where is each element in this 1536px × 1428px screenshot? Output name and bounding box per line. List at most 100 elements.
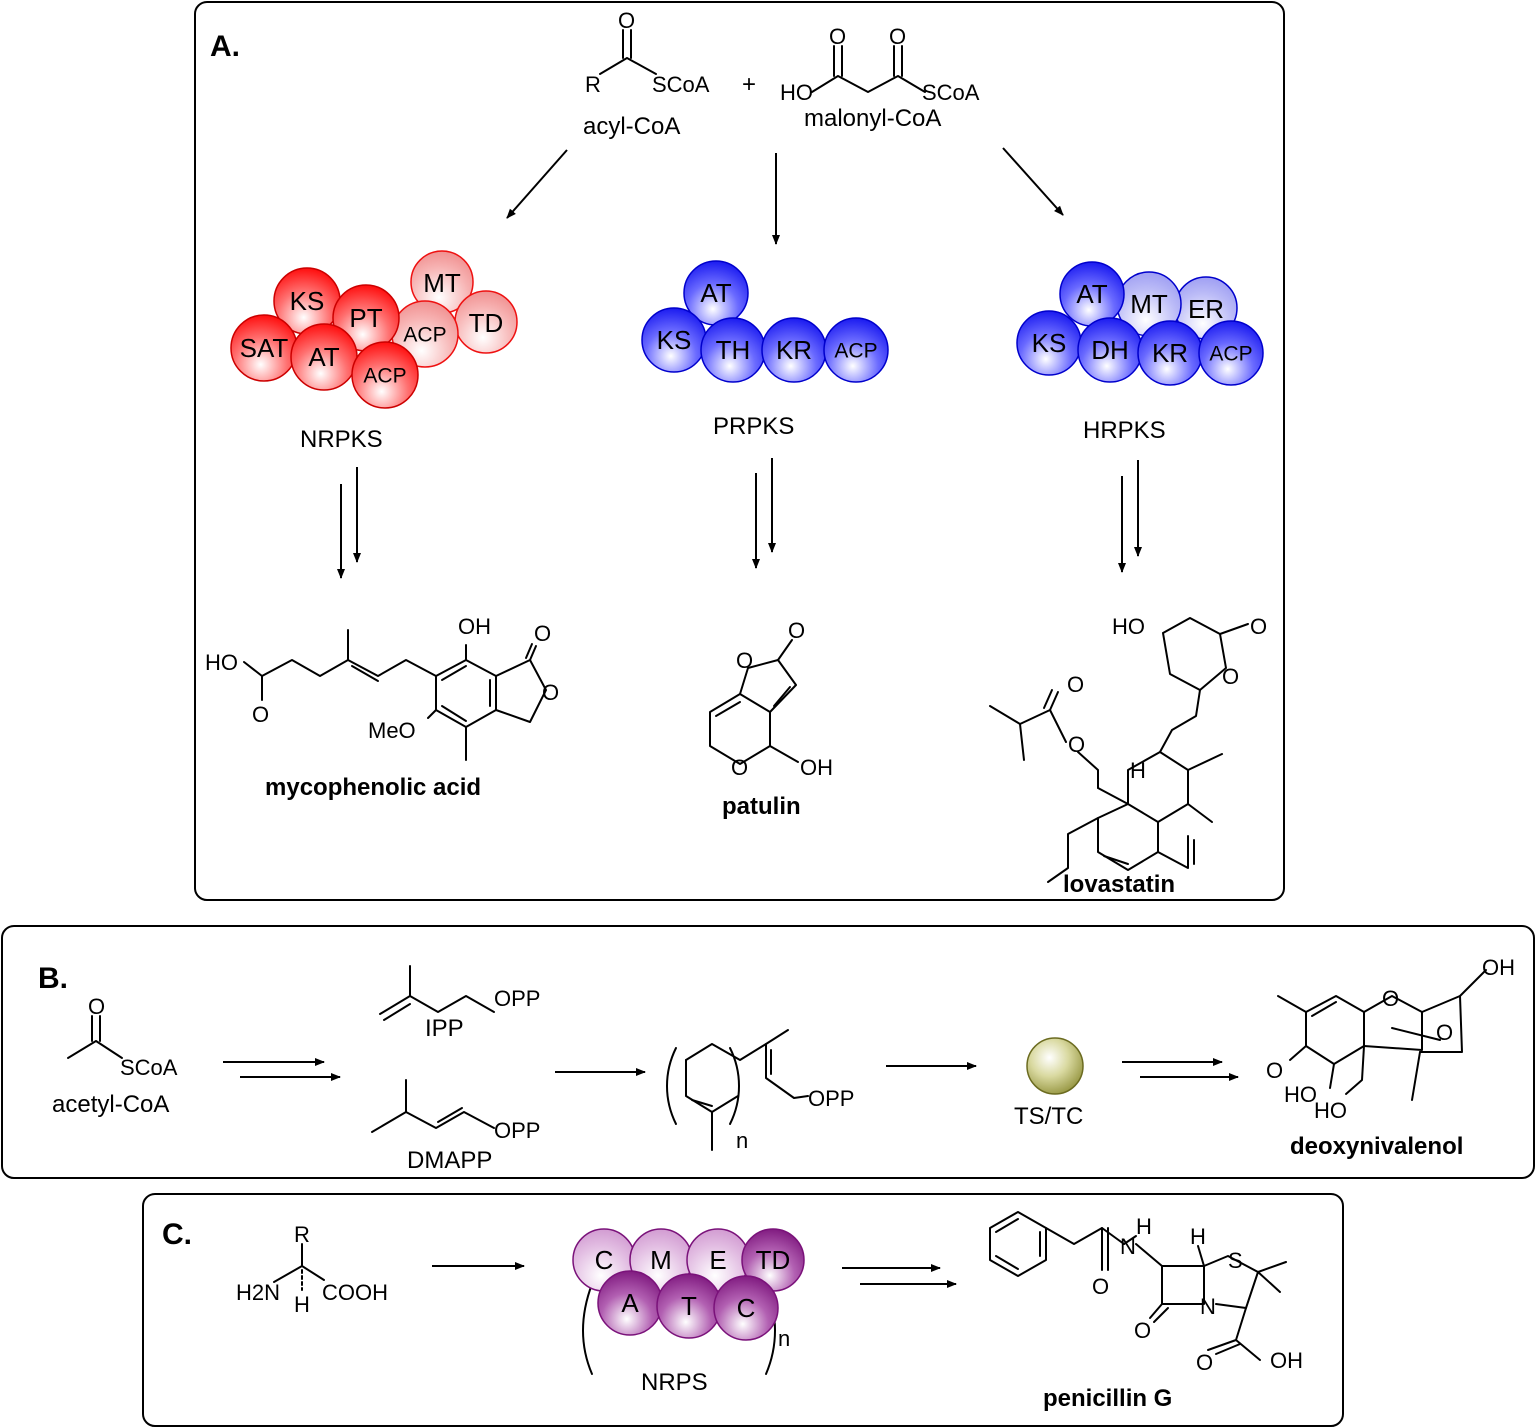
svg-text:AT: AT xyxy=(1076,279,1107,309)
domain-acp: ACP xyxy=(351,341,419,409)
domain-dh: DH xyxy=(1077,317,1143,383)
svg-text:KR: KR xyxy=(1152,338,1188,368)
svg-text:ACP: ACP xyxy=(834,340,877,363)
mycophenolic-acid-structure: OH O O HO O MeO xyxy=(205,614,559,761)
hrpks-enzyme: ER MT AT KS DH KR ACP xyxy=(1016,261,1264,386)
penicillin-g-label: penicillin G xyxy=(1043,1385,1172,1412)
domain-acp: ACP xyxy=(391,300,459,368)
dmapp-structure: OPP xyxy=(371,1079,540,1143)
multistep-arrow xyxy=(1118,460,1142,573)
svg-text:KS: KS xyxy=(1032,328,1067,358)
svg-text:C: C xyxy=(595,1245,614,1275)
deoxynivalenol-label: deoxynivalenol xyxy=(1290,1133,1463,1160)
svg-text:E: E xyxy=(709,1245,726,1275)
multistep-arrow xyxy=(337,467,361,579)
atom-ho: HO xyxy=(1112,614,1145,639)
domain-ks: KS xyxy=(1016,310,1082,376)
domain-a: A xyxy=(597,1270,663,1336)
atom-o: O xyxy=(252,702,269,727)
svg-text:SAT: SAT xyxy=(240,333,289,363)
atom-o: O xyxy=(1068,732,1085,757)
domain-th: TH xyxy=(700,317,766,383)
atom-ho: HO xyxy=(1314,1098,1347,1123)
atom-o: O xyxy=(534,621,551,646)
arrow-to-nrpks xyxy=(506,149,568,219)
atom-h: H xyxy=(1136,1214,1152,1239)
deoxynivalenol-structure: OH O O O HO HO xyxy=(1266,955,1515,1123)
opp-group: OPP xyxy=(494,1118,540,1143)
domain-at: AT xyxy=(290,323,358,391)
svg-text:ACP: ACP xyxy=(403,324,446,347)
atom-h: H xyxy=(1190,1224,1206,1249)
opp-group: OPP xyxy=(808,1086,854,1111)
atom-o: O xyxy=(1266,1058,1283,1083)
domain-at: AT xyxy=(1059,261,1125,327)
atom-o: O xyxy=(1196,1350,1213,1375)
panel-a-frame xyxy=(194,1,1285,901)
domain-e: E xyxy=(686,1228,750,1292)
acyl-coa-structure: O R SCoA xyxy=(585,8,710,97)
acetyl-coa-label: acetyl-CoA xyxy=(52,1091,169,1118)
domain-kr: KR xyxy=(1137,320,1203,386)
atom-cooh: COOH xyxy=(322,1280,388,1305)
arrow-to-hrpks xyxy=(1002,147,1064,216)
atom-ho: HO xyxy=(205,650,238,675)
mycophenolic-acid-label: mycophenolic acid xyxy=(265,774,481,801)
atom-o: O xyxy=(542,680,559,705)
lovastatin-structure: HO O O O O H xyxy=(989,614,1267,883)
svg-text:DH: DH xyxy=(1091,335,1129,365)
atom-o: O xyxy=(1222,664,1239,689)
atom-o: O xyxy=(1382,986,1399,1011)
domain-acp: ACP xyxy=(1198,320,1264,386)
multistep-arrow xyxy=(842,1264,957,1288)
svg-text:ACP: ACP xyxy=(363,365,406,388)
svg-text:PT: PT xyxy=(349,303,382,333)
atom-s: S xyxy=(1228,1248,1243,1273)
domain-ks: KS xyxy=(641,307,707,373)
plus-sign: + xyxy=(742,71,756,98)
svg-text:KS: KS xyxy=(657,325,692,355)
atom-o: O xyxy=(1134,1318,1151,1343)
acyl-coa-label: acyl-CoA xyxy=(583,113,680,140)
atom-h: H xyxy=(1130,758,1146,783)
hrpks-label: HRPKS xyxy=(1083,417,1166,444)
atom-n: N xyxy=(1120,1234,1136,1259)
atom-o: O xyxy=(1092,1274,1109,1299)
atom-o: O xyxy=(736,648,753,673)
atom-h2n: H2N xyxy=(236,1280,280,1305)
panel-a-label: A. xyxy=(210,30,240,63)
svg-text:AT: AT xyxy=(700,278,731,308)
nrpks-enzyme: MT TD ACP KS PT SAT AT ACP xyxy=(230,250,518,409)
domain-at: AT xyxy=(683,260,749,326)
svg-text:T: T xyxy=(681,1291,697,1321)
patulin-label: patulin xyxy=(722,793,801,820)
atom-o: O xyxy=(731,755,748,780)
panel-c-label: C. xyxy=(162,1218,192,1251)
nrpks-label: NRPKS xyxy=(300,426,383,453)
ipp-label: IPP xyxy=(425,1015,464,1042)
ts-tc-label: TS/TC xyxy=(1014,1103,1083,1130)
malonyl-coa-structure: O O HO SCoA xyxy=(780,24,980,105)
lovastatin-label: lovastatin xyxy=(1063,871,1175,898)
domain-sat: SAT xyxy=(230,314,298,382)
domain-kr: KR xyxy=(761,317,827,383)
atom-o: O xyxy=(1067,672,1084,697)
panel-b-frame xyxy=(1,925,1535,1179)
amino-acid-structure: R H2N H COOH xyxy=(236,1222,388,1317)
multistep-arrow xyxy=(1122,1058,1239,1081)
atom-o: O xyxy=(829,24,846,49)
domain-pt: PT xyxy=(332,284,400,352)
svg-text:TD: TD xyxy=(756,1245,791,1275)
atom-o: O xyxy=(1436,1020,1453,1045)
atom-scoa: SCoA xyxy=(120,1055,178,1080)
patulin-structure: O O O OH xyxy=(709,618,833,780)
atom-o: O xyxy=(88,994,105,1019)
domain-t: T xyxy=(656,1273,722,1339)
domain-acp: ACP xyxy=(823,317,889,383)
atom-ho: HO xyxy=(1284,1082,1317,1107)
atom-oh: OH xyxy=(1482,955,1515,980)
panel-b-label: B. xyxy=(38,962,68,995)
svg-text:TD: TD xyxy=(469,308,504,338)
ipp-structure: OPP xyxy=(379,965,540,1021)
atom-o: O xyxy=(889,24,906,49)
